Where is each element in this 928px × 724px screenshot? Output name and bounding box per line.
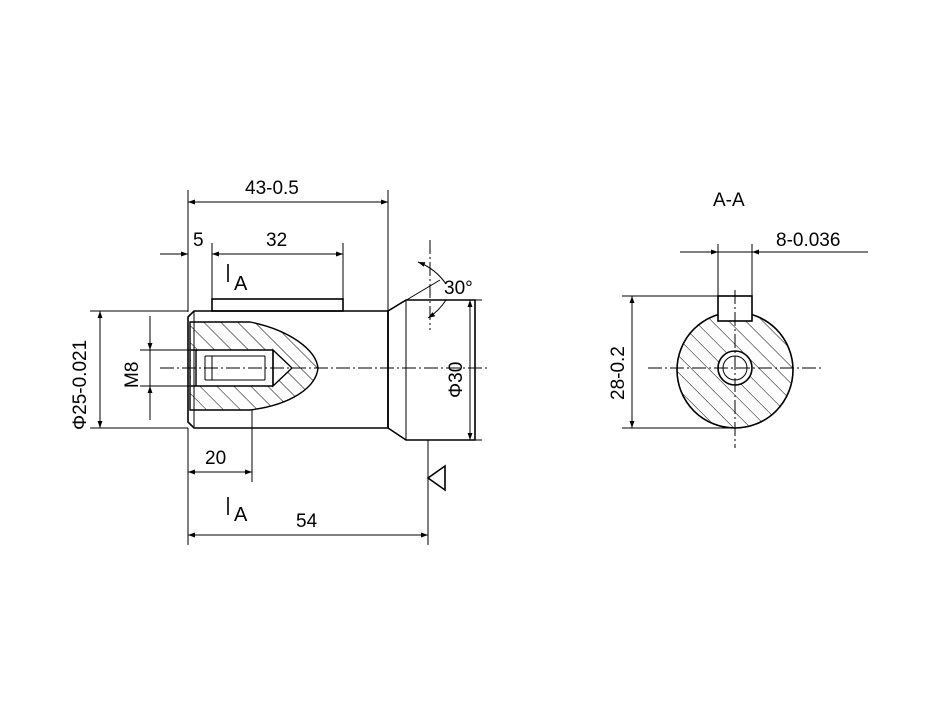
- dim-chamfer-angle: 30°: [444, 278, 473, 299]
- dim-shaft-diameter: Φ25-0.021: [70, 340, 91, 430]
- key: [211, 298, 344, 312]
- section-mark-top: A: [234, 273, 248, 295]
- dim-thread: M8: [122, 362, 143, 388]
- dim-overall-length: 43-0.5: [245, 178, 299, 199]
- dim-key-length: 32: [266, 230, 287, 251]
- dim-shoulder: 5: [193, 230, 204, 251]
- dim-flange-diameter: Φ30: [446, 362, 467, 398]
- section-view: A-A 8-0.036 28-0.2: [608, 190, 868, 448]
- datum-triangle: [426, 464, 446, 492]
- section-mark-bottom: A: [234, 504, 248, 526]
- dim-key-width: 8-0.036: [776, 230, 840, 251]
- dim-thread-depth: 20: [205, 448, 226, 469]
- section-title: A-A: [713, 190, 745, 211]
- side-view: A A 43-0.5 5 32 20 54 Φ25-0.021: [70, 178, 490, 545]
- dim-total-length: 54: [296, 511, 318, 532]
- dim-key-height: 28-0.2: [608, 346, 629, 400]
